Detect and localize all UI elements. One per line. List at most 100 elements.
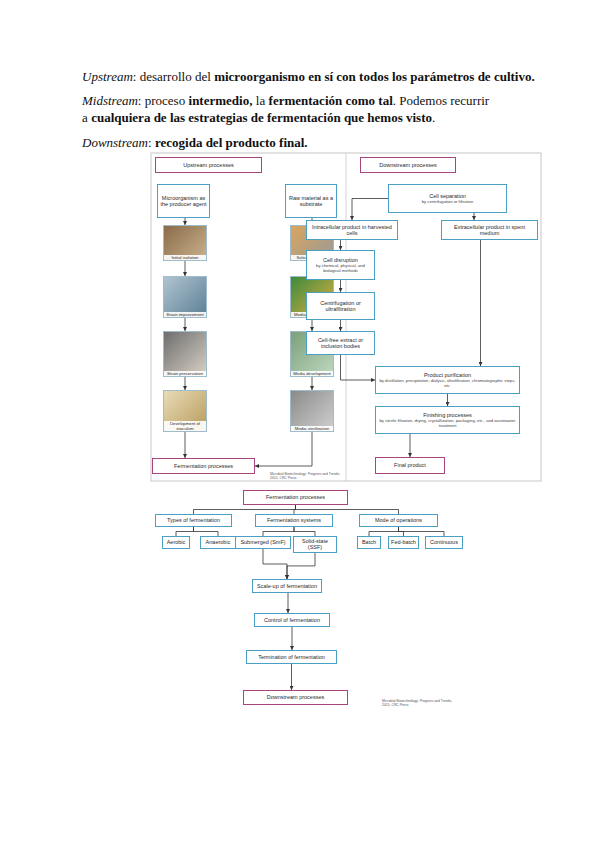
flow-arrow <box>263 549 287 579</box>
term-italic: Midstream <box>82 93 138 108</box>
text-bold: recogida del producto final. <box>155 135 308 150</box>
flow-arrow <box>255 432 312 466</box>
process-box: Fermentation systems <box>255 514 333 527</box>
node-title: Intracellular product in harvested cells <box>309 224 395 237</box>
node-title: Anaerobic <box>206 539 231 545</box>
process-box: Intracellular product in harvested cells <box>306 220 398 240</box>
process-box: Submerged (SmF) <box>235 536 291 549</box>
term-italic: Upstream <box>82 69 133 84</box>
flow-arrow <box>185 377 186 390</box>
node-subtitle: by centrifugation or filtration <box>422 199 473 204</box>
flow-arrow <box>292 627 293 650</box>
flow-arrow <box>185 432 186 458</box>
process-box: Fed-batch <box>388 536 419 549</box>
node-title: Downstream processes <box>379 162 436 168</box>
node-title: Strain improvement <box>164 312 206 317</box>
flow-arrow <box>185 261 186 276</box>
stage-header: Downstream processes <box>243 690 348 705</box>
flow-arrow <box>340 320 341 331</box>
branch-line <box>194 505 296 514</box>
text-bold: microorganismo en sí con todos los parám… <box>214 69 535 84</box>
flow-arrow <box>474 213 475 220</box>
branch-line <box>294 527 315 536</box>
process-box: Batch <box>357 536 381 549</box>
image-panel: Media sterilization <box>290 390 334 432</box>
branch-line <box>369 527 399 536</box>
process-box: Microorganism as the producer agent <box>157 184 210 218</box>
text-run: . <box>432 110 435 125</box>
node-title: Aerobic <box>167 539 186 545</box>
node-title: Scale-up of fermentation <box>257 583 317 589</box>
process-box: Control of fermentation <box>254 613 330 627</box>
node-title: Fermentation processes <box>266 494 325 500</box>
process-box: Extracellular product in spent medium <box>441 220 538 240</box>
stage-header: Downstream processes <box>360 157 456 173</box>
process-box: Finishing processesby sterile filtration… <box>375 406 520 434</box>
node-title: Final product <box>394 462 426 468</box>
node-title: Solid-state (SSF) <box>296 538 334 551</box>
node-title: Downstream processes <box>267 694 324 700</box>
image-panel: Development of inoculum <box>163 390 207 432</box>
flow-arrow <box>288 593 289 613</box>
term-italic: Downstream <box>82 135 148 150</box>
node-subtitle: by distillation, precipitation, dialysis… <box>378 378 517 388</box>
image-panel: Strain improvement <box>163 276 207 318</box>
stage-header: Fermentation processes <box>152 458 255 474</box>
node-title: Fermentation systems <box>267 517 321 523</box>
node-title: Types of fermentation <box>167 517 220 523</box>
node-title: Upstream processes <box>183 162 233 168</box>
node-title: Media sterilization <box>291 426 333 431</box>
node-title: Termination of fermentation <box>258 654 325 660</box>
node-title: Cell disruption <box>323 257 358 263</box>
body-paragraph: Upstream: desarrollo delmicroorganismo e… <box>82 68 544 85</box>
node-title: Centrifugation or ultrafiltration <box>309 300 372 313</box>
node-title: Microorganism as the producer agent <box>160 195 207 208</box>
process-box: Termination of fermentation <box>246 650 337 664</box>
node-title: Cell separation <box>429 193 466 199</box>
branch-line <box>263 527 294 536</box>
process-box: Types of fermentation <box>155 514 232 527</box>
body-paragraph: Midstream: procesointermedio,lafermentac… <box>82 92 544 126</box>
node-title: Control of fermentation <box>264 617 320 623</box>
node-title: Media development <box>291 371 333 376</box>
node-title: Development of inoculum <box>164 421 206 431</box>
node-title: Continuous <box>430 539 458 545</box>
flow-arrow <box>185 218 186 225</box>
flow-arrow <box>312 377 313 390</box>
process-box: Anaerobic <box>200 536 236 549</box>
process-box: Mode of operations <box>359 514 438 527</box>
image-panel: Strain preservation <box>163 331 207 377</box>
flow-arrow <box>340 240 341 250</box>
process-box: Raw material as a substrate <box>285 184 337 218</box>
flow-arrow <box>352 199 388 221</box>
node-title: Fed-batch <box>391 539 416 545</box>
text-bold: intermedio, <box>189 93 253 108</box>
node-subtitle: by chemical, physical, and biological me… <box>309 263 372 273</box>
node-title: Finishing processes <box>423 412 472 418</box>
branch-line <box>296 505 399 514</box>
process-box: Centrifugation or ultrafiltration <box>306 292 375 320</box>
text-run: la <box>256 93 265 108</box>
flow-arrow <box>291 664 292 690</box>
source-citation: 2015, CRC Press <box>382 703 408 707</box>
process-box: Scale-up of fermentation <box>252 579 322 593</box>
stage-header: Final product <box>375 457 445 474</box>
process-box: Cell separationby centrifugation or filt… <box>388 184 507 213</box>
flow-arrow <box>410 434 411 457</box>
process-box: Product purificationby distillation, pre… <box>375 366 520 394</box>
flow-arrow <box>480 240 481 366</box>
node-title: Batch <box>362 539 376 545</box>
image-panel: Initial isolation <box>163 225 207 261</box>
text-run: : desarrollo del <box>133 69 211 84</box>
text-bold: cualquiera de las estrategias de ferment… <box>91 110 432 125</box>
process-box: Aerobic <box>162 536 190 549</box>
text-bold: fermentación como tal <box>269 93 393 108</box>
stage-header: Fermentation processes <box>243 490 348 505</box>
flow-arrow <box>340 280 341 292</box>
node-title: Raw material as a substrate <box>288 195 334 208</box>
figure-border <box>151 153 541 481</box>
node-title: Initial isolation <box>164 255 206 260</box>
node-title: Mode of operations <box>375 517 422 523</box>
process-box: Solid-state (SSF) <box>293 536 337 553</box>
